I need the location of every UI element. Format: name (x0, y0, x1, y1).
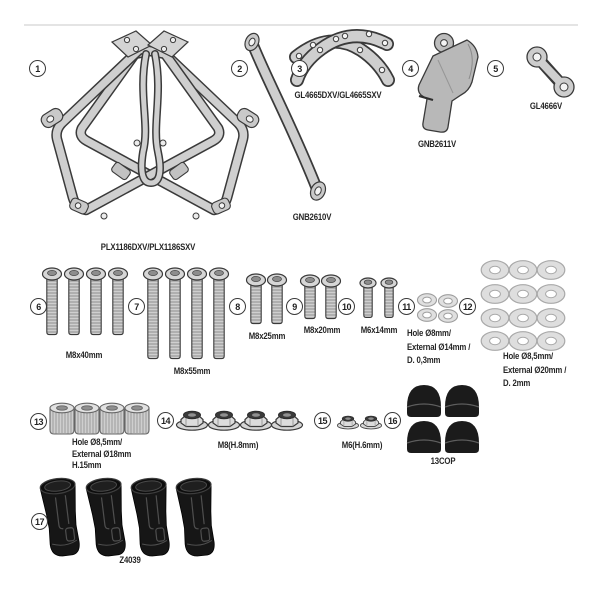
part-label-13: Hole Ø8,5mm/ External Ø18mm H.15mm (72, 437, 131, 472)
part-label-12-line2: External Ø20mm / (503, 364, 567, 376)
part-number-badge-6: 6 (30, 298, 47, 315)
part-16-caps (406, 384, 480, 454)
part-9-bolts-m8x20 (301, 275, 341, 319)
part-6-bolts-m8x40 (43, 268, 128, 335)
part-3-bracket-pair (289, 29, 395, 87)
part-label-2: GNB2610V (292, 212, 332, 223)
part-4-bracket (417, 32, 479, 133)
part-label-12: Hole Ø8,5mm/ External Ø20mm / D. 2mm (503, 350, 566, 391)
part-14-nuts-m8 (175, 410, 304, 431)
part-13-spacers (49, 402, 150, 435)
part-2-support-rod (244, 32, 327, 201)
part-12-washers-large (480, 260, 566, 351)
part-label-11: Hole Ø8mm/ External Ø14mm / D. 0,3mm (407, 327, 470, 368)
part-label-16: 13COP (430, 456, 456, 467)
part-11-washers-small (416, 293, 459, 323)
part-label-3: GL4665DXV/GL4665SXV (294, 90, 382, 101)
part-8-bolts-m8x25 (247, 274, 287, 324)
part-label-1: PLX1186DXV/PLX1186SXV (100, 242, 196, 253)
part-label-8: M8x25mm (248, 331, 286, 342)
part-label-11-line3: D. 0,3mm (407, 355, 441, 366)
top-divider-line (24, 24, 578, 26)
part-label-11-line2: External Ø14mm / (407, 341, 471, 353)
part-number-badge-2: 2 (231, 60, 248, 77)
part-number-badge-7: 7 (128, 298, 145, 315)
part-label-13-line2: External Ø18mm (72, 448, 132, 460)
part-label-10: M6x14mm (360, 325, 398, 336)
part-label-7: M8x55mm (173, 366, 211, 377)
part-number-badge-15: 15 (314, 412, 331, 429)
part-label-11-line1: Hole Ø8mm/ (407, 328, 451, 339)
part-number-badge-8: 8 (229, 298, 246, 315)
part-number-badge-17: 17 (31, 513, 48, 530)
part-number-badge-10: 10 (338, 298, 355, 315)
part-number-badge-9: 9 (286, 298, 303, 315)
part-label-12-line3: D. 2mm (503, 378, 531, 389)
part-1-pannier-frame (40, 30, 260, 220)
part-label-6: M8x40mm (65, 350, 103, 361)
part-15-nuts-m6 (337, 415, 382, 430)
part-label-5: GL4666V (529, 101, 563, 112)
part-label-17: Z4039 (119, 555, 141, 566)
part-label-13-line1: Hole Ø8,5mm/ (72, 437, 122, 448)
part-label-13-line3: H.15mm (72, 460, 102, 471)
part-number-badge-3: 3 (291, 60, 308, 77)
part-label-12-line1: Hole Ø8,5mm/ (503, 351, 553, 362)
part-label-15: M6(H.6mm) (341, 440, 383, 451)
part-label-4: GNB2611V (417, 139, 457, 150)
part-label-14: M8(H.8mm) (217, 440, 259, 451)
part-label-9: M8x20mm (303, 325, 341, 336)
part-number-badge-14: 14 (157, 412, 174, 429)
part-number-badge-16: 16 (384, 412, 401, 429)
part-5-plate-link (526, 46, 575, 98)
part-number-badge-12: 12 (459, 298, 476, 315)
part-number-badge-4: 4 (402, 60, 419, 77)
part-10-bolts-m6x14 (359, 277, 398, 318)
part-number-badge-11: 11 (398, 298, 415, 315)
part-number-badge-13: 13 (30, 413, 47, 430)
part-number-badge-1: 1 (29, 60, 46, 77)
part-17-rubber-sleeves (38, 475, 219, 559)
part-number-badge-5: 5 (487, 60, 504, 77)
part-7-bolts-m8x55 (144, 268, 229, 359)
